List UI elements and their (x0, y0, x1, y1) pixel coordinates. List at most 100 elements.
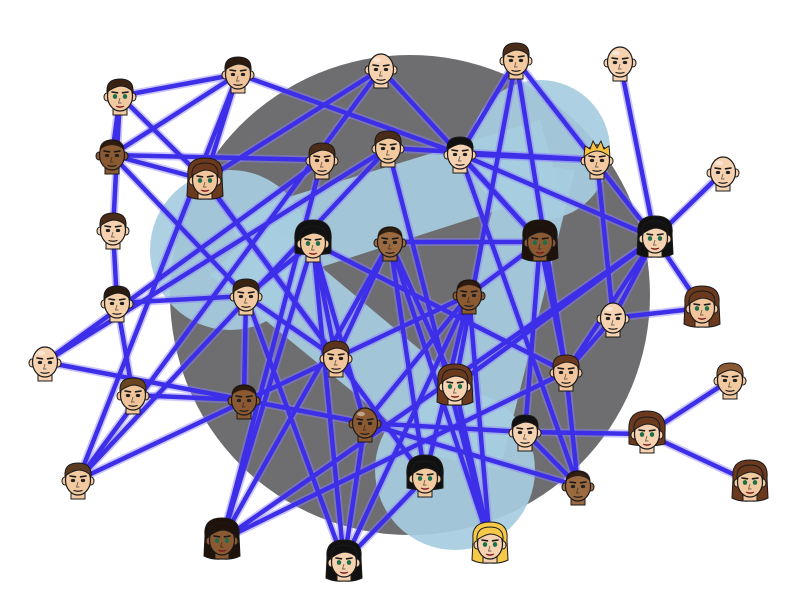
avatar-hair (106, 78, 134, 94)
avatar-eye-left (647, 236, 653, 241)
person-avatar-icon-p17[interactable] (436, 363, 474, 406)
person-avatar-icon-p26[interactable] (305, 142, 339, 180)
person-avatar-icon-p28[interactable] (364, 53, 398, 89)
avatar-nose (466, 296, 471, 303)
connection-p15-p24 (310, 240, 569, 375)
person-avatar-icon-p30[interactable] (713, 362, 747, 400)
connection-p12-p18 (219, 239, 393, 543)
person-avatar-icon-p24[interactable] (549, 354, 583, 392)
person-avatar-icon-p8[interactable] (116, 377, 150, 415)
avatar-mouth (520, 441, 530, 444)
person-avatar-icon-p13[interactable] (325, 539, 363, 582)
person-avatar-icon-p23[interactable] (561, 470, 595, 506)
avatar-eye-left (558, 370, 564, 375)
person-avatar-icon-p25[interactable] (628, 410, 666, 454)
avatar-mouth (561, 381, 571, 384)
person-avatar-icon-p27[interactable] (371, 130, 405, 168)
person-avatar-icon-p36[interactable] (596, 302, 630, 338)
connection-p20-p25 (522, 429, 650, 437)
person-avatar-icon-p3[interactable] (95, 139, 129, 175)
person-avatar-icon-p4[interactable] (96, 212, 130, 250)
avatar-hair (565, 470, 591, 481)
person-avatar-icon-p34[interactable] (603, 46, 637, 82)
avatar-hair (476, 526, 504, 542)
avatar-eye-left (380, 146, 386, 151)
avatar-eye-right (580, 484, 586, 489)
connection-p16-p20 (362, 420, 528, 435)
connection-p31-p35 (457, 151, 600, 163)
avatar-brow-left (446, 381, 454, 384)
avatar-hair (552, 354, 580, 370)
avatar-hair (64, 462, 92, 478)
avatar-eye-right (752, 480, 758, 485)
avatar-brow-left (741, 477, 749, 480)
avatar-nose (243, 297, 248, 304)
avatar-nose (747, 483, 752, 490)
person-avatar-icon-p38[interactable] (706, 156, 740, 192)
person-avatar-icon-p6[interactable] (186, 157, 224, 200)
avatar-nose (117, 97, 122, 104)
avatar-hair (103, 285, 131, 301)
avatar-brow-right (731, 375, 739, 378)
avatar-brow-left (646, 233, 654, 236)
avatar-scalp-shine (37, 350, 45, 356)
avatar-hair (191, 162, 219, 178)
avatar-nose (42, 363, 47, 370)
avatar-eye-right (457, 384, 463, 389)
person-avatar-icon-p12[interactable] (203, 517, 241, 560)
avatar-mouth (308, 252, 318, 255)
avatar-scalp-shine (612, 50, 620, 56)
person-avatar-icon-p1[interactable] (103, 78, 137, 116)
avatar-hair (411, 460, 439, 476)
avatar-nose (720, 173, 725, 180)
person-avatar-icon-p29[interactable] (521, 219, 559, 262)
avatar-eye-left (605, 316, 611, 321)
avatar-brow-left (213, 535, 221, 538)
person-avatar-icon-p31[interactable] (443, 136, 477, 174)
person-avatar-icon-p16[interactable] (348, 407, 382, 443)
avatar-eye-left (70, 478, 76, 483)
avatar-eye-left (570, 484, 576, 489)
avatar-hair (583, 139, 611, 159)
avatar-mouth (592, 169, 602, 172)
avatar-brow-left (313, 155, 321, 158)
avatar-brow-left (516, 427, 524, 430)
person-avatar-icon-p32[interactable] (499, 42, 533, 80)
person-avatar-icon-p20[interactable] (508, 414, 542, 452)
avatar-brow-left (196, 175, 204, 178)
connection-p7-p13 (243, 293, 347, 565)
avatar-eye-right (367, 421, 373, 426)
person-avatar-icon-p21[interactable] (406, 454, 444, 498)
person-avatar-icon-p35[interactable] (580, 139, 614, 180)
avatar-nose (310, 244, 315, 251)
avatar-eye-left (382, 240, 388, 245)
person-avatar-icon-p2[interactable] (221, 56, 255, 94)
avatar-brow-right (526, 427, 534, 430)
person-avatar-icon-p19[interactable] (452, 279, 486, 315)
person-avatar-icon-p39[interactable] (731, 459, 769, 502)
person-avatar-icon-p7[interactable] (229, 278, 263, 316)
avatar-brow-right (121, 91, 129, 94)
person-avatar-icon-p37[interactable] (683, 285, 721, 328)
avatar-brow-right (724, 167, 732, 170)
person-avatar-icon-p18[interactable] (373, 226, 407, 262)
avatar-eye-right (471, 293, 477, 298)
avatar-brow-left (604, 313, 612, 316)
avatar-mouth (535, 251, 545, 254)
person-avatar-icon-p33[interactable] (636, 215, 674, 258)
person-avatar-icon-p5[interactable] (100, 285, 134, 323)
avatar-mouth (317, 169, 327, 172)
avatar-face (599, 302, 627, 334)
person-avatar-icon-p9[interactable] (227, 384, 261, 420)
avatar-nose (110, 231, 115, 238)
person-avatar-icon-p15[interactable] (294, 219, 332, 263)
person-avatar-icon-p10[interactable] (28, 346, 62, 382)
connection-p8-p9 (130, 392, 247, 403)
person-avatar-icon-p14[interactable] (319, 340, 353, 378)
people-layer (28, 42, 769, 582)
avatar-brow-right (245, 395, 253, 398)
person-avatar-icon-p11[interactable] (61, 462, 95, 500)
avatar-mouth (217, 549, 227, 552)
avatar-hair (322, 340, 350, 356)
person-avatar-icon-p22[interactable] (471, 521, 509, 564)
